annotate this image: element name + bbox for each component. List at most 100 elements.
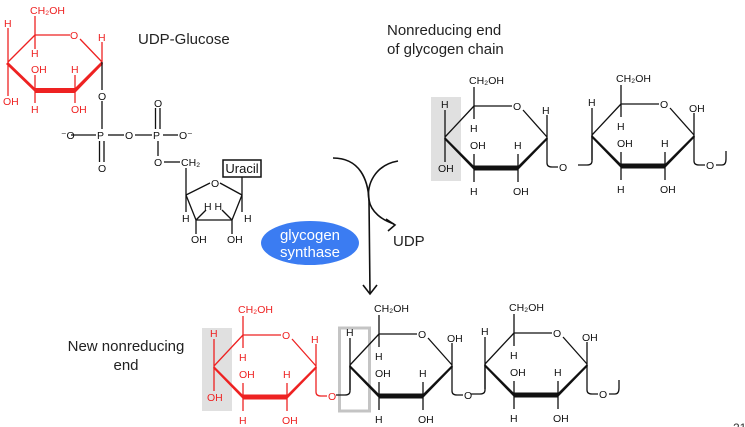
atom-label: H [470,123,478,135]
atom-label: CH₂OH [469,75,504,87]
atom-label: H [244,213,252,225]
atom-label: H [375,351,383,363]
atom-label: H [617,184,625,196]
atom-label: OH [510,367,526,379]
nonreducing-end-title-line1: Nonreducing end [387,22,501,39]
atom-label: CH₂OH [30,5,65,17]
previous-end-outline-box [338,326,371,413]
atom-label: H [311,334,319,346]
atom-label: H [661,138,669,150]
atom-label: H [71,64,79,76]
atom-label: P [153,130,160,142]
atom-label: O [282,330,290,342]
atom-label: O [660,99,668,111]
uracil-label: Uracil [225,161,258,176]
atom-label: OH [689,103,705,115]
uracil-box [222,159,262,178]
atom-label: H [441,99,449,111]
udp-arrow-head [385,218,397,232]
atom-label: H [210,328,218,340]
atom-label: O [706,160,714,172]
atom-label: OH [418,414,434,426]
atom-label: OH [207,392,223,404]
atom-label: OH [375,368,391,380]
new-nonreducing-end-line1: New nonreducing [68,338,185,355]
atom-label: O [211,178,219,190]
atom-label: O [418,329,426,341]
atom-label: O [513,101,521,113]
atom-label: H [182,213,190,225]
atom-label: OH [438,163,454,175]
atom-label: OH [282,415,298,427]
atom-label: OH [31,64,47,76]
atom-label: CH₂ [181,157,200,169]
atom-label: O⁻ [179,130,193,142]
atom-label: H [346,327,354,339]
atom-label: OH [553,413,569,425]
atom-label: H [542,105,550,117]
atom-label: OH [617,138,633,150]
atom-label: CH₂OH [616,73,651,85]
atom-label: H [4,18,12,30]
pyrophosphate-bridge [71,62,187,195]
atom-label: H [588,97,596,109]
udp-glucose-ring-labels: CH₂OH O H H OH H H OH H OH [3,5,106,116]
atom-label: OH [3,96,19,108]
atom-label: H [375,414,383,426]
atom-label: H [510,350,518,362]
enzyme-label-line1: glycogen [280,227,340,244]
atom-label: O [98,163,106,175]
atom-label: OH [582,332,598,344]
udp-product-label: UDP [393,233,425,250]
atom-label: H [554,367,562,379]
atom-label: O [154,157,162,169]
atom-label: OH [191,234,207,246]
atom-label: O [328,391,336,403]
page-number: 21 [733,421,745,427]
reaction-arrows [332,157,399,296]
chain-continuation [609,380,620,395]
atom-label: H [239,415,247,427]
atom-label: O [559,162,567,174]
atom-label: H [419,368,427,380]
atom-label: H [481,326,489,338]
ribose-labels: O H H H H OH OH [182,178,252,246]
atom-label: H [31,104,39,116]
udp-release-arrow [367,160,399,225]
ribose-ring [185,175,243,234]
atom-label: O [464,390,472,402]
atom-label: H [283,369,291,381]
atom-label: CH₂OH [238,304,273,316]
atom-label: H [617,121,625,133]
atom-label: O [125,130,133,142]
atom-label: CH₂OH [374,303,409,315]
atom-label: H H [204,201,222,213]
atom-label: OH [513,186,529,198]
atom-label: OH [71,104,87,116]
atom-label: H [514,140,522,152]
atom-label: OH [239,369,255,381]
atom-label: O [154,98,162,110]
chain-continuation [716,151,727,166]
new-nonreducing-end-line2: end [113,357,138,374]
atom-label: O [70,30,78,42]
atom-label: H [98,32,106,44]
atom-label: OH [447,333,463,345]
udp-glucose-title: UDP-Glucose [138,31,230,48]
atom-label: CH₂OH [509,302,544,314]
main-arrow-head [362,284,378,296]
atom-label: OH [227,234,243,246]
atom-label: H [31,48,39,60]
atom-label: O [98,91,106,103]
atom-label: H [470,186,478,198]
glycogen-synthase-enzyme [261,221,359,265]
atom-label: ⁻O [61,130,75,142]
atom-label: P [97,130,104,142]
enzyme-label-line2: synthase [280,244,340,261]
